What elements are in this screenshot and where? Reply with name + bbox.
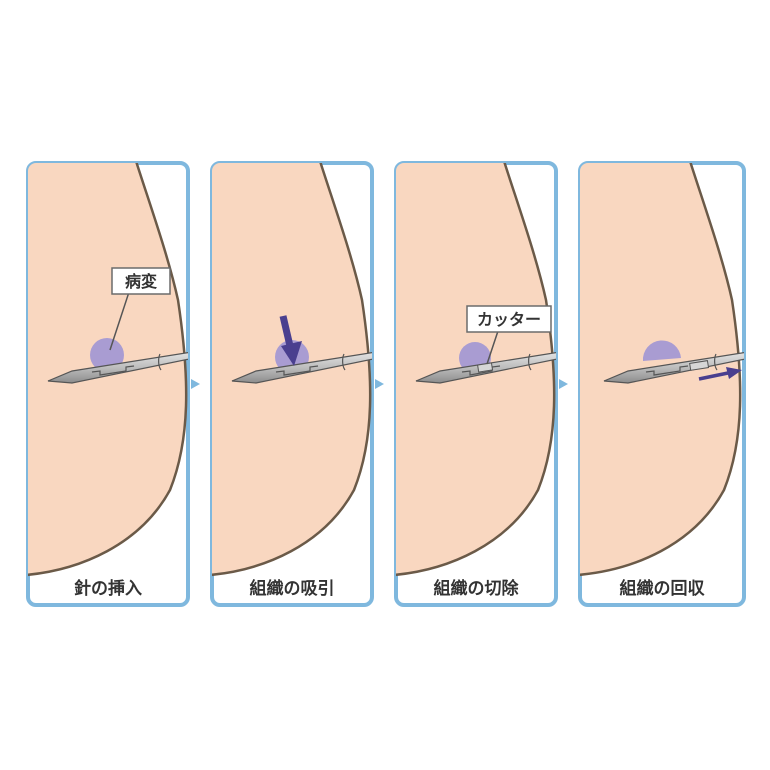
biopsy-needle <box>231 351 372 384</box>
panel-label: 組織の吸引 <box>250 578 335 599</box>
panel-tissue-suction: 組織の吸引 <box>210 161 374 607</box>
biopsy-needle <box>415 351 556 384</box>
retrieval-arrow-icon <box>698 367 742 381</box>
panel-tissue-excision: カッター 組織の切除 <box>394 161 558 607</box>
lesion <box>90 338 124 372</box>
biopsy-needle <box>603 351 744 384</box>
panel-label: 組織の回収 <box>620 578 706 599</box>
cutter-callout: カッター <box>466 305 552 365</box>
lesion-label: 病変 <box>125 272 157 291</box>
cutter <box>477 362 494 373</box>
panel-needle-insertion: 病変 針の挿入 <box>26 161 190 607</box>
lesion-remaining <box>642 340 681 361</box>
suction-arrow-icon <box>279 315 302 366</box>
panel-label: 組織の切除 <box>434 578 520 599</box>
step-arrow-icon <box>191 379 200 389</box>
lesion-callout: 病変 <box>109 267 171 351</box>
step-arrow-icon <box>375 379 384 389</box>
panel-label: 針の挿入 <box>74 578 142 599</box>
biopsy-needle <box>47 351 188 384</box>
panel-tissue-retrieval: 組織の回収 <box>578 161 746 607</box>
cutter-label: カッター <box>477 310 541 329</box>
tissue-sample <box>689 360 710 371</box>
step-arrow-icon <box>559 379 568 389</box>
